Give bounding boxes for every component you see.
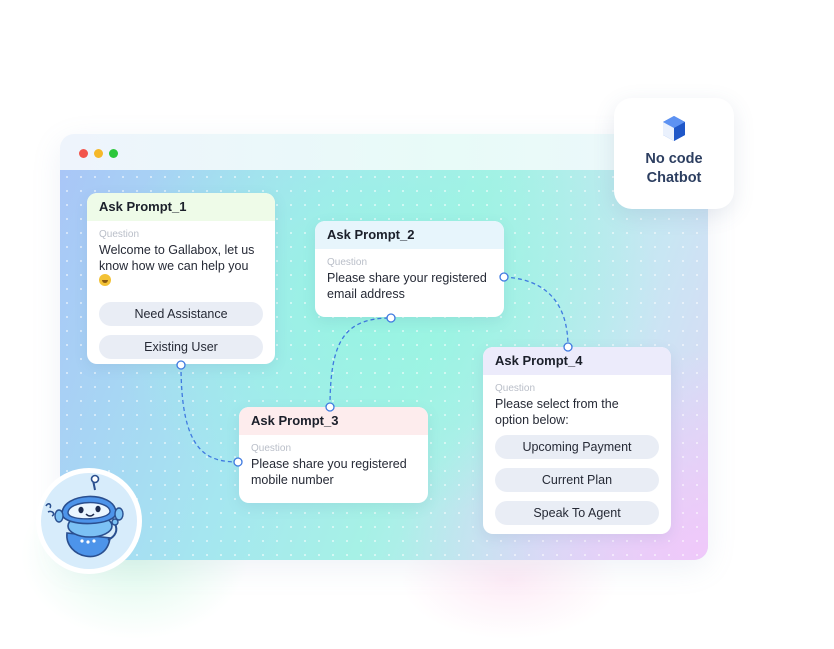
maximize-window-button[interactable] xyxy=(109,149,118,158)
card-title: Ask Prompt_4 xyxy=(483,347,671,375)
badge-label: No code Chatbot xyxy=(614,150,734,188)
message-text: Welcome to Gallabox, let us know how we … xyxy=(99,243,255,273)
question-message: Please select from the option below: xyxy=(495,397,619,427)
cube-icon xyxy=(663,116,685,141)
question-label: Question xyxy=(251,443,292,454)
connector-handle xyxy=(233,457,243,467)
question-label: Question xyxy=(99,229,140,240)
option-button[interactable]: Existing User xyxy=(99,334,263,359)
connector-handle xyxy=(563,342,573,352)
card-title: Ask Prompt_2 xyxy=(315,221,504,249)
ask-prompt-card-2[interactable]: Ask Prompt_2 Question Please share your … xyxy=(315,221,504,317)
close-window-button[interactable] xyxy=(79,149,88,158)
connector-handle xyxy=(325,402,335,412)
question-label: Question xyxy=(327,257,368,268)
option-button[interactable]: Upcoming Payment xyxy=(495,435,659,459)
connector-handle xyxy=(176,360,186,370)
ask-prompt-card-4[interactable]: Ask Prompt_4 Question Please select from… xyxy=(483,347,671,534)
card-title: Ask Prompt_1 xyxy=(87,193,275,221)
question-message: Please share your registered email addre… xyxy=(327,271,487,301)
card-title: Ask Prompt_3 xyxy=(239,407,428,435)
badge-line-1: No code xyxy=(645,151,703,167)
grinning-face-icon xyxy=(99,274,111,286)
window-titlebar xyxy=(60,134,708,170)
connector-handle xyxy=(499,272,509,282)
minimize-window-button[interactable] xyxy=(94,149,103,158)
option-button[interactable]: Current Plan xyxy=(495,468,659,492)
question-label: Question xyxy=(495,383,536,394)
robot-mascot-icon xyxy=(36,468,142,574)
connector-prompt3-prompt2 xyxy=(329,317,392,408)
option-button[interactable]: Speak To Agent xyxy=(495,501,659,525)
ask-prompt-card-3[interactable]: Ask Prompt_3 Question Please share you r… xyxy=(239,407,428,503)
connector-handle xyxy=(386,313,396,323)
question-message: Please share you registered mobile numbe… xyxy=(251,457,407,487)
badge-line-2: Chatbot xyxy=(646,170,702,186)
option-button[interactable]: Need Assistance xyxy=(99,301,263,326)
question-message: Welcome to Gallabox, let us know how we … xyxy=(99,243,263,290)
no-code-chatbot-badge: No code Chatbot xyxy=(614,98,734,209)
connector-prompt2-prompt4 xyxy=(503,276,569,348)
ask-prompt-card-1[interactable]: Ask Prompt_1 Question Welcome to Gallabo… xyxy=(87,193,275,364)
